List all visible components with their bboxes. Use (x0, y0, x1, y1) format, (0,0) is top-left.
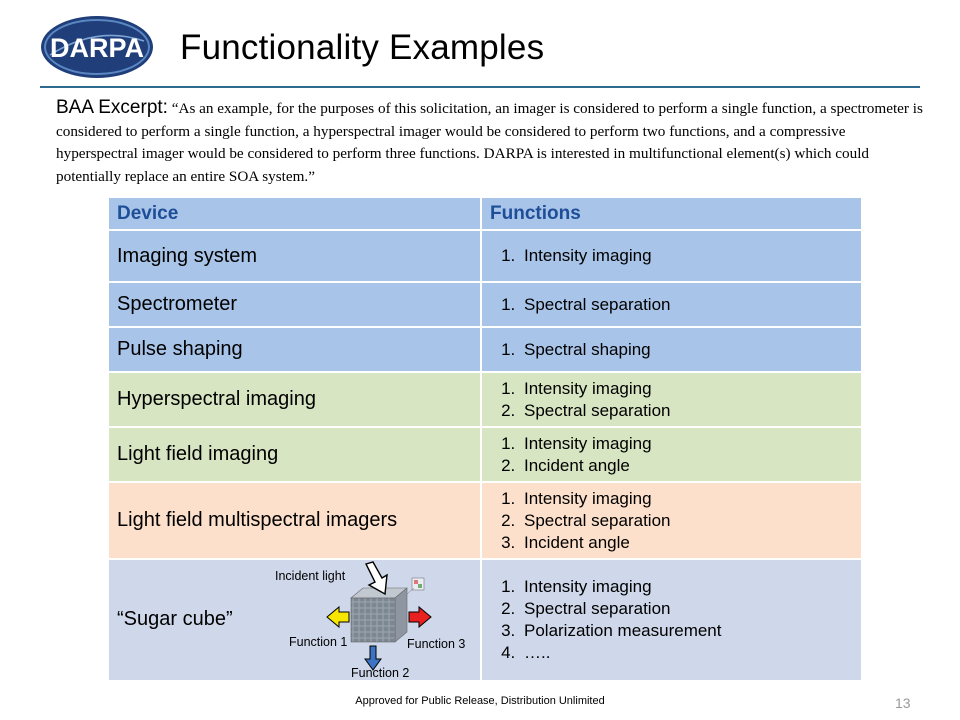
function-item: Spectral separation (520, 294, 853, 316)
table-row: Light field multispectral imagers Intens… (107, 481, 863, 560)
functions-cell: Intensity imaging Spectral separation (480, 371, 863, 428)
functions-cell: Spectral shaping (480, 326, 863, 373)
incident-light-arrow-icon (364, 561, 388, 596)
function-item: Spectral separation (520, 510, 853, 532)
table-row: Spectrometer Spectral separation (107, 281, 863, 328)
function-3-label: Function 3 (407, 637, 465, 651)
sugar-cube-diagram: Incident light Function 1 Function 3 Fun… (275, 561, 465, 680)
incident-light-label: Incident light (275, 569, 346, 583)
table-row: Imaging system Intensity imaging (107, 229, 863, 283)
function-item: Spectral separation (520, 598, 853, 620)
excerpt-text: “As an example, for the purposes of this… (56, 100, 923, 185)
device-cell: Pulse shaping (107, 326, 482, 373)
function-item: Polarization measurement (520, 620, 853, 642)
darpa-logo: DARPA (41, 16, 153, 78)
function-item: Incident angle (520, 532, 853, 554)
function-2-label: Function 2 (351, 666, 409, 680)
function-item: Spectral shaping (520, 339, 853, 361)
sugar-cube-label: “Sugar cube” (117, 608, 233, 630)
table-row: Light field imaging Intensity imaging In… (107, 426, 863, 483)
function-1-arrow-icon (326, 605, 350, 629)
functions-cell: Spectral separation (480, 281, 863, 328)
functions-cell: Intensity imaging (480, 229, 863, 283)
header-device: Device (107, 196, 482, 231)
device-cell: Imaging system (107, 229, 482, 283)
function-item: Intensity imaging (520, 378, 853, 400)
page-number: 13 (895, 695, 911, 711)
slide-title: Functionality Examples (180, 28, 545, 67)
device-cell: Hyperspectral imaging (107, 371, 482, 428)
sugar-cube-cell: “Sugar cube” (117, 560, 472, 680)
cube-icon (350, 587, 408, 643)
function-item: Incident angle (520, 455, 853, 477)
functions-cell: Intensity imaging Incident angle (480, 426, 863, 483)
function-item: Spectral separation (520, 400, 853, 422)
functionality-table: Device Functions Imaging system Intensit… (107, 196, 863, 682)
release-footer: Approved for Public Release, Distributio… (355, 695, 605, 707)
device-cell: Light field imaging (107, 426, 482, 483)
function-item: ….. (520, 642, 853, 664)
function-item: Intensity imaging (520, 433, 853, 455)
functions-cell: Intensity imaging Spectral separation In… (480, 481, 863, 560)
table-row: “Sugar cube” (107, 558, 863, 682)
function-3-arrow-icon (408, 605, 432, 629)
device-cell: Light field multispectral imagers (107, 481, 482, 560)
table-row: Hyperspectral imaging Intensity imaging … (107, 371, 863, 428)
title-divider (40, 86, 920, 88)
function-item: Intensity imaging (520, 576, 853, 598)
table-header-row: Device Functions (107, 196, 863, 231)
functions-cell: Intensity imaging Spectral separation Po… (480, 558, 863, 682)
function-item: Intensity imaging (520, 245, 853, 267)
function-1-label: Function 1 (289, 635, 347, 649)
device-cell: “Sugar cube” (107, 558, 482, 682)
header-functions: Functions (480, 196, 863, 231)
function-item: Intensity imaging (520, 488, 853, 510)
baa-excerpt: BAA Excerpt: “As an example, for the pur… (56, 97, 928, 188)
logo-text: DARPA (50, 33, 144, 63)
pixel-detail-icon (406, 577, 425, 595)
excerpt-label: BAA Excerpt: (56, 97, 168, 118)
device-cell: Spectrometer (107, 281, 482, 328)
function-2-arrow-icon (364, 645, 382, 671)
table-row: Pulse shaping Spectral shaping (107, 326, 863, 373)
